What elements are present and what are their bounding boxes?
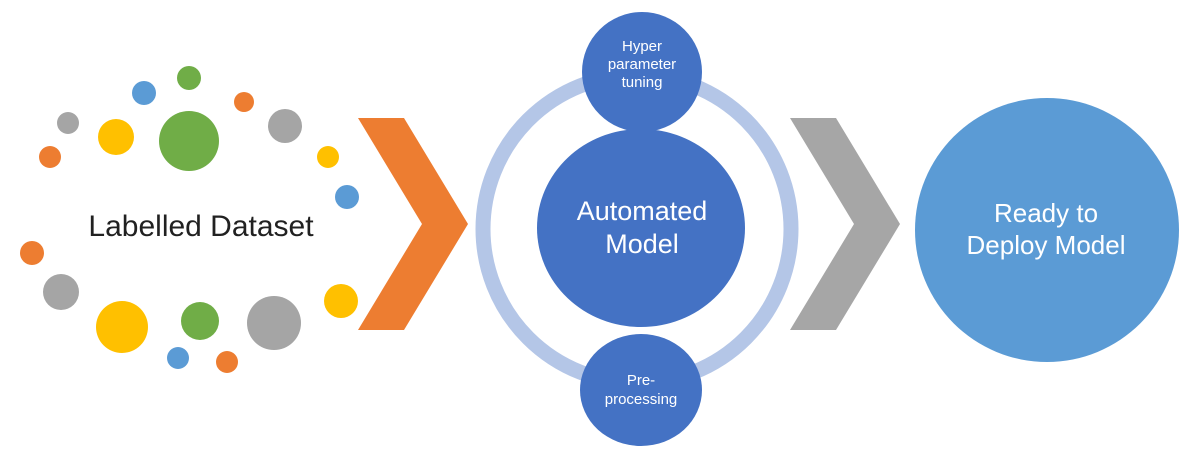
dataset-dot-blue_light	[132, 81, 156, 105]
ready-to-deploy-line1: Ready to	[993, 198, 1099, 228]
dataset-dot-yellow	[98, 119, 134, 155]
dataset-dot-yellow	[324, 284, 358, 318]
chevron-right-icon	[790, 118, 900, 330]
hyper-parameter-tuning-line1: Hyper	[621, 38, 662, 55]
dataset-dot-gray	[247, 296, 301, 350]
labelled-dataset-label: Labelled Dataset	[88, 210, 314, 243]
dataset-dot-yellow	[96, 301, 148, 353]
ready-to-deploy-line2: Deploy Model	[966, 230, 1126, 260]
dataset-dot-blue_light	[167, 347, 189, 369]
hyper-parameter-tuning-label: Hyper parameter tuning	[608, 38, 676, 92]
hyper-parameter-tuning-circle	[582, 12, 702, 132]
dataset-dot-gray	[43, 274, 79, 310]
dataset-dot-orange	[216, 351, 238, 373]
dataset-dot-gray	[268, 109, 302, 143]
hyper-parameter-tuning-line3: tuning	[621, 74, 663, 91]
automated-model-circle	[537, 129, 745, 327]
dataset-dot-green	[181, 302, 219, 340]
dataset-dot-yellow	[317, 146, 339, 168]
dataset-dot-green	[159, 111, 219, 171]
preprocessing-line1: Pre-	[626, 372, 656, 389]
dataset-dot-green	[177, 66, 201, 90]
labelled-dataset-dot-cluster	[20, 66, 359, 373]
dataset-dot-blue_light	[335, 185, 359, 209]
automated-model-label: Automated Model	[577, 195, 708, 261]
dataset-dot-orange	[39, 146, 61, 168]
dataset-dot-orange	[20, 241, 44, 265]
hyper-parameter-tuning-line2: parameter	[607, 56, 677, 73]
preprocessing-label: Pre- processing	[605, 371, 678, 409]
dataset-dot-gray	[57, 112, 79, 134]
automated-model-line1: Automated	[576, 196, 708, 226]
preprocessing-circle	[580, 334, 702, 446]
ready-to-deploy-circle	[915, 98, 1179, 362]
ready-to-deploy-label: Ready to Deploy Model	[967, 197, 1126, 261]
automated-model-line2: Model	[605, 229, 679, 259]
dataset-dot-orange	[234, 92, 254, 112]
chevron-right-icon	[358, 118, 468, 330]
preprocessing-line2: processing	[604, 391, 678, 408]
